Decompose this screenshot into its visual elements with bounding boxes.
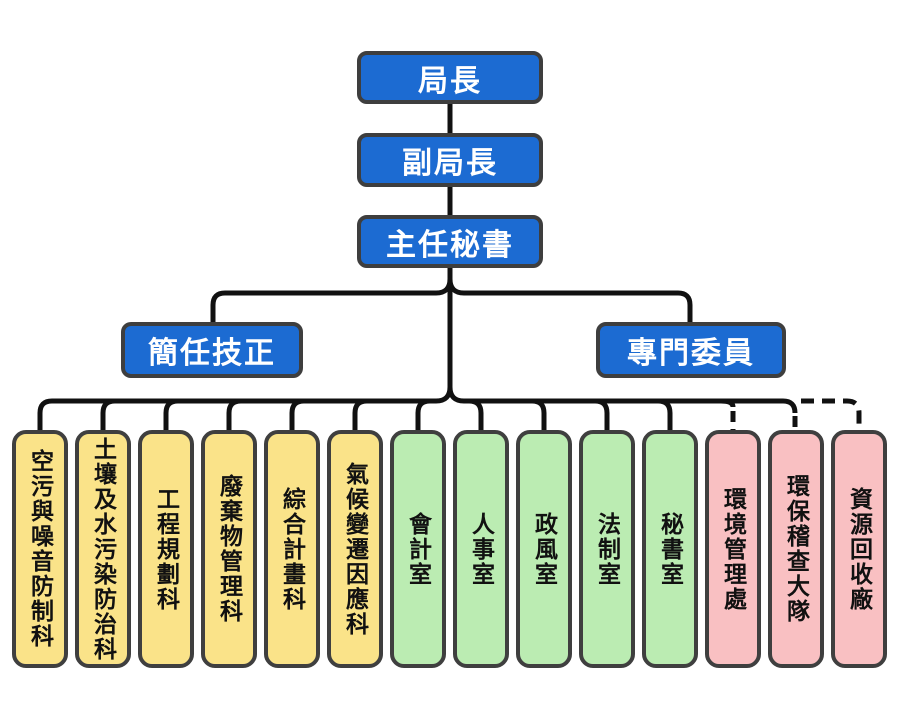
connector-dashed-recycling (801, 398, 862, 433)
node-office-secretariat: 秘書室 (642, 430, 698, 668)
node-deputy-director-general: 副局長 (357, 133, 543, 187)
node-agency-resource-recycling-plant: 資源回收廠 (831, 430, 887, 668)
node-dept-comprehensive-planning: 綜合計畫科 (264, 430, 320, 668)
connector-staff-right (447, 278, 693, 328)
node-agency-environmental-management: 環境管理處 (705, 430, 761, 668)
node-office-personnel: 人事室 (453, 430, 509, 668)
connector-dashed-env-mgmt (720, 398, 736, 408)
node-director-general-label: 局長 (418, 64, 482, 98)
node-dept-air-noise-pollution: 空污與噪音防制科 (12, 430, 68, 668)
node-office-ethics: 政風室 (516, 430, 572, 668)
connector-staff-left (210, 278, 453, 328)
node-senior-technical-specialist: 簡任技正 (121, 322, 303, 378)
node-senior-technical-specialist-label: 簡任技正 (148, 337, 276, 370)
node-director-general: 局長 (357, 51, 543, 104)
node-deputy-director-general-label: 副局長 (402, 147, 498, 180)
node-dept-engineering-planning: 工程規劃科 (138, 430, 194, 668)
node-dept-waste-management: 廢棄物管理科 (201, 430, 257, 668)
node-dept-soil-water-pollution: 土壤及水污染防治科 (75, 430, 131, 668)
node-chief-secretary-label: 主任秘書 (386, 228, 514, 262)
node-senior-specialist-label: 專門委員 (627, 337, 755, 370)
node-office-legal: 法制室 (579, 430, 635, 668)
node-senior-specialist: 專門委員 (596, 322, 786, 378)
rail-left (37, 386, 453, 433)
node-agency-inspection-brigade: 環保稽查大隊 (768, 430, 824, 668)
department-row: 空污與噪音防制科 土壤及水污染防治科 工程規劃科 廢棄物管理科 綜合計畫科 氣候… (12, 430, 887, 668)
node-chief-secretary: 主任秘書 (357, 215, 543, 268)
node-dept-climate-change: 氣候變遷因應科 (327, 430, 383, 668)
node-office-accounting: 會計室 (390, 430, 446, 668)
rail-right (447, 386, 798, 414)
